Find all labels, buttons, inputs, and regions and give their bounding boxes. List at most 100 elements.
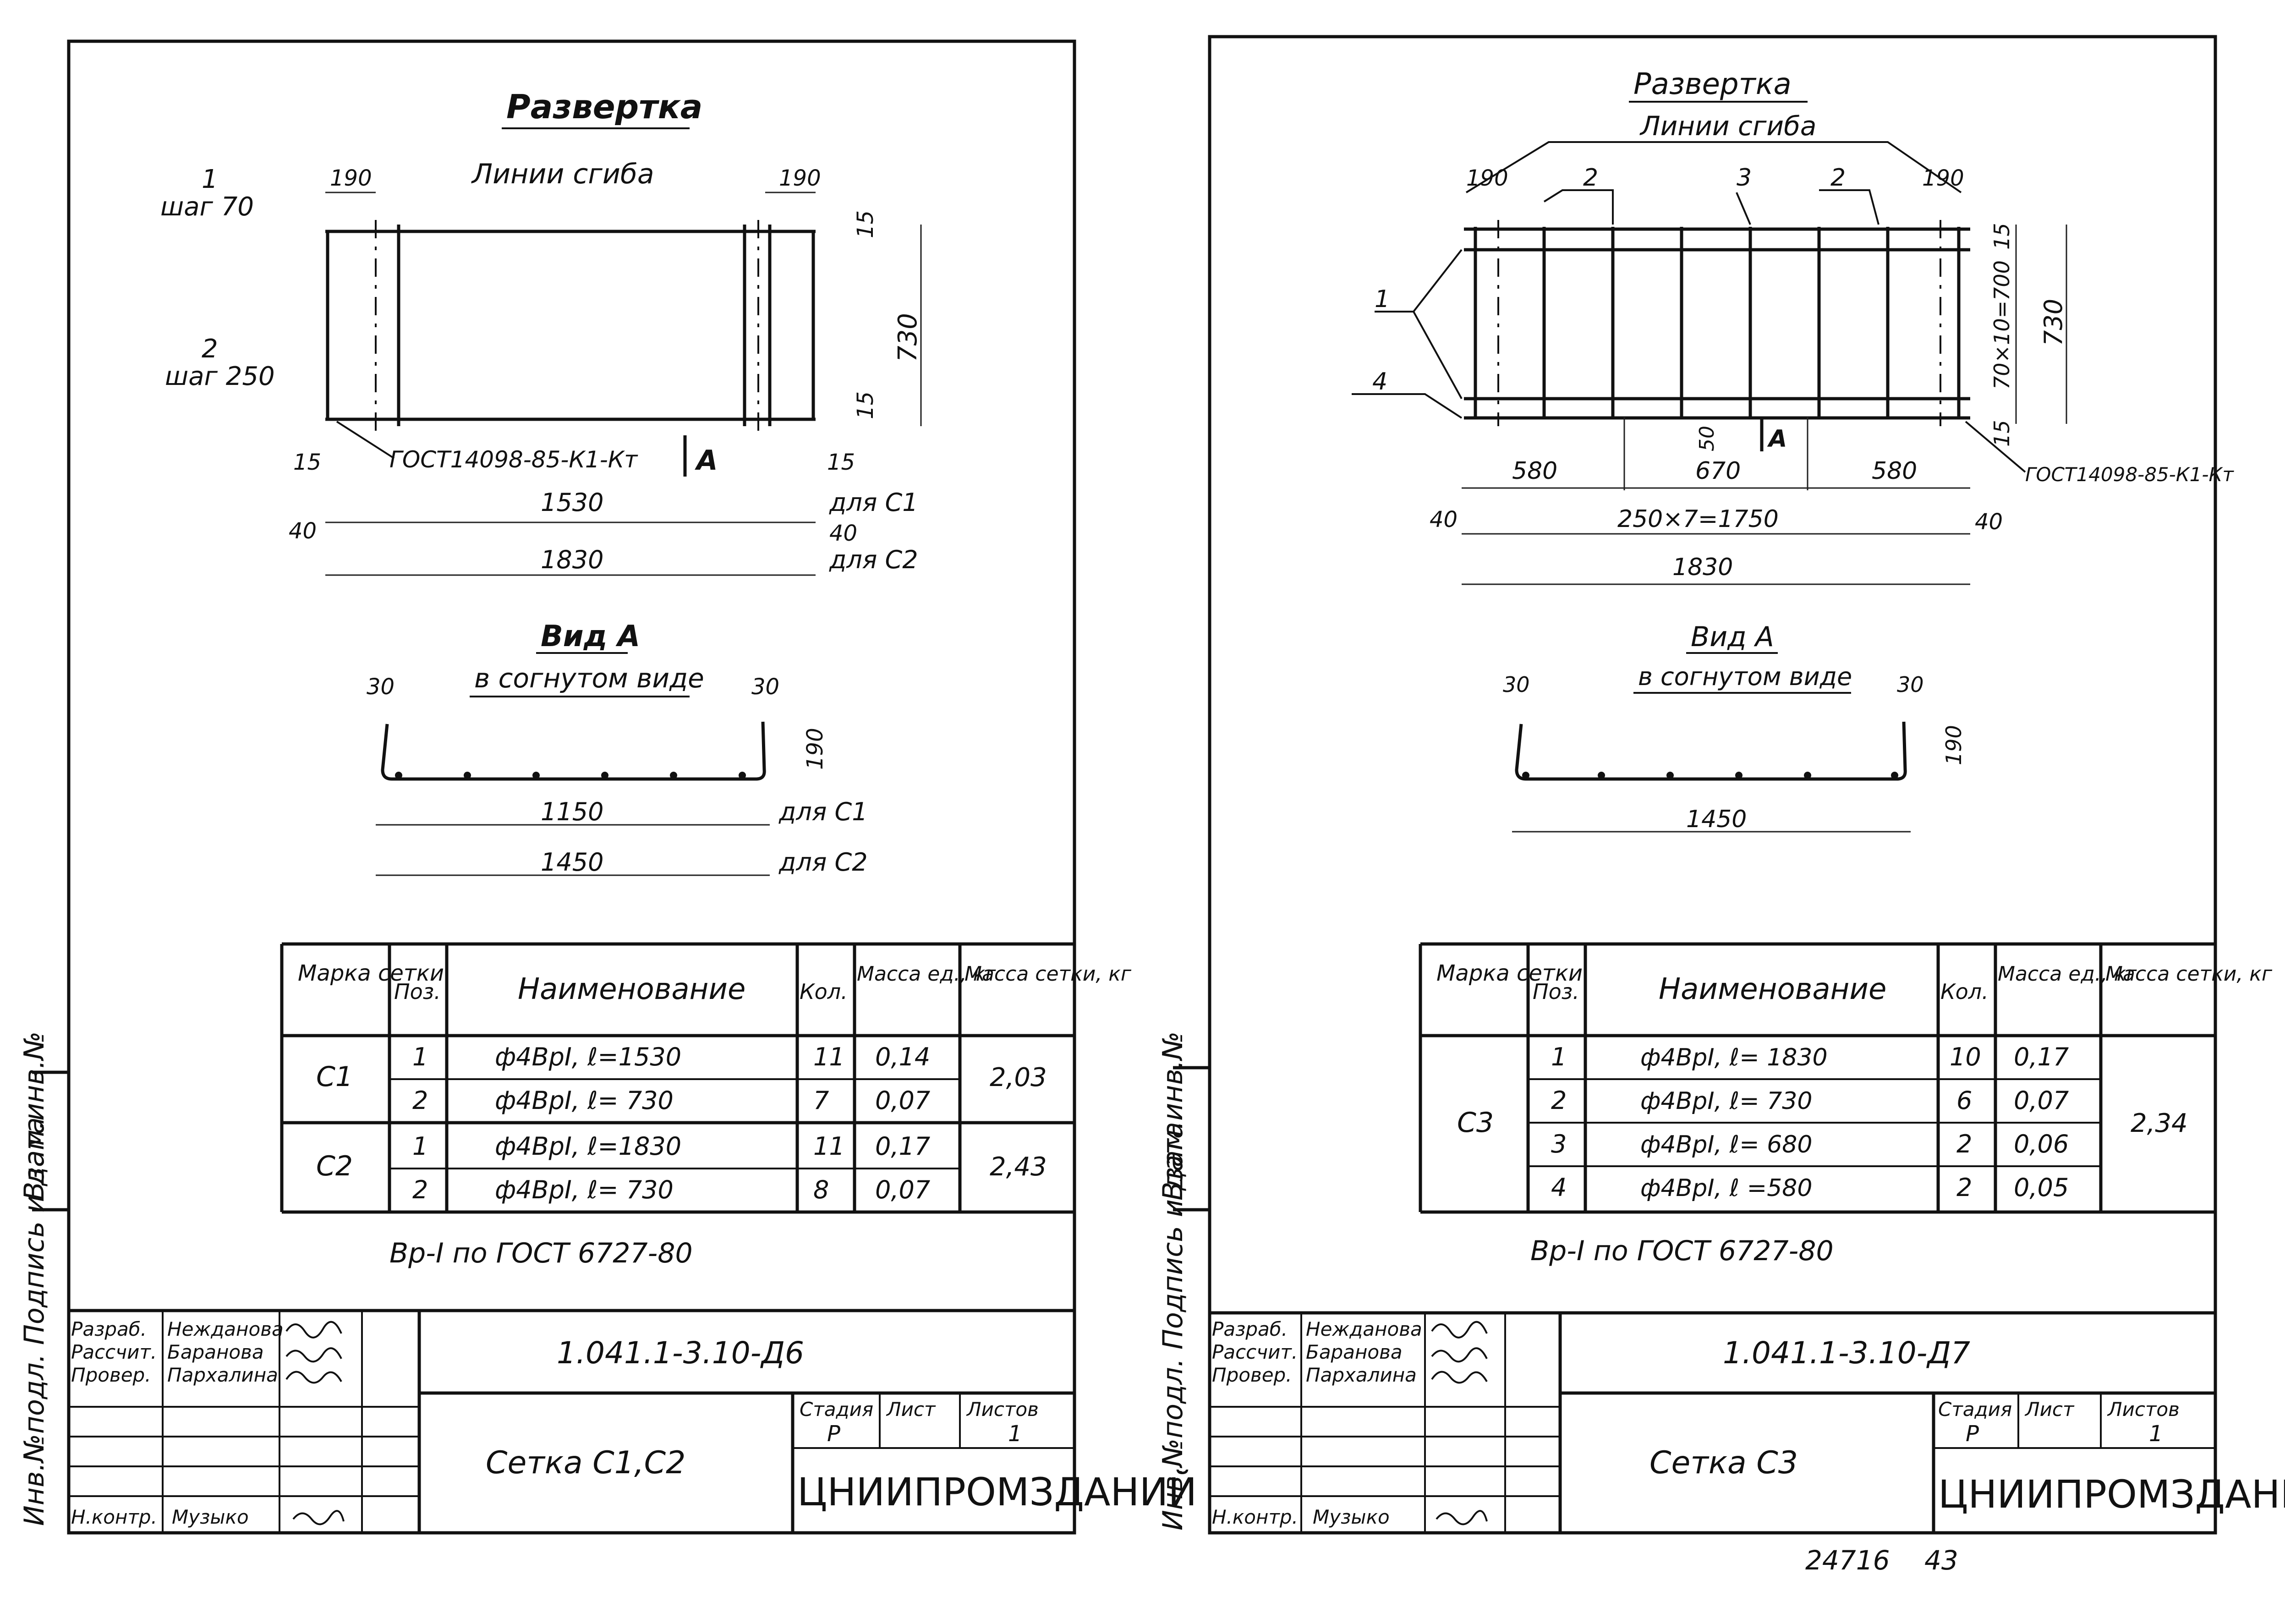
page-number: 43	[1924, 1545, 1958, 1576]
stage-label: Стадия	[800, 1398, 873, 1421]
signature	[285, 1371, 342, 1384]
pos2-step: шаг 250	[165, 362, 275, 391]
drawing-title: Сетка С1,С2	[486, 1445, 685, 1481]
doc-number: 1.041.1-3.10-Д7	[1723, 1335, 1970, 1371]
stage-value: Р	[1966, 1421, 1979, 1447]
row-unit-mass: 0,07	[875, 1086, 930, 1115]
role-norm-control: Н.контр.	[71, 1506, 157, 1528]
name-calculator: Баранова	[167, 1341, 264, 1363]
sheets-label: Листов	[2107, 1398, 2180, 1421]
organization: ЦНИИПРОМЗДАНИЙ	[1938, 1472, 2285, 1517]
row-pos: 1	[1551, 1042, 1567, 1071]
dim-40-left: 40	[1430, 507, 1458, 532]
dim-1750: 250×7=1750	[1617, 505, 1779, 533]
pos1-label: 1	[202, 165, 218, 194]
drawing-title: Сетка С3	[1649, 1445, 1798, 1481]
dim-190-view: 190	[1941, 725, 1966, 765]
title-block-d7: Разраб. Рассчит. Провер. Н.контр. Неждан…	[1210, 1311, 2285, 1533]
dim-190-view: 190	[802, 728, 828, 770]
row-qty: 11	[813, 1042, 845, 1071]
row-name: ф4ВрI, ℓ= 680	[1640, 1131, 1812, 1158]
row-unit-mass: 0,14	[875, 1042, 930, 1071]
mark-c2: С2	[316, 1150, 353, 1182]
role-checker: Провер.	[71, 1364, 151, 1386]
row-qty: 2	[1956, 1130, 1972, 1158]
dim-30-left: 30	[1503, 672, 1530, 697]
dim-1150: 1150	[541, 797, 603, 826]
dim-1450: 1450	[541, 848, 603, 877]
row-name: ф4ВрI, ℓ= 730	[1640, 1087, 1812, 1115]
pos2-label: 2	[202, 334, 218, 364]
dim-15-bottom: 15	[1989, 420, 2014, 447]
dim-730: 730	[893, 313, 923, 362]
th-mesh-mass: Масса сетки, кг	[964, 962, 1132, 986]
name-calculator: Баранова	[1306, 1341, 1403, 1363]
for-c2: для С2	[829, 545, 918, 574]
side-stamp-replace: Взам.инв.№	[1157, 1031, 1189, 1201]
row-pos: 2	[1551, 1086, 1567, 1115]
bent-profile	[381, 721, 766, 781]
dim-190-right: 190	[779, 165, 821, 191]
view-title: Вид А	[1691, 621, 1774, 653]
row-pos: 4	[1551, 1173, 1567, 1202]
mass-c1: 2,03	[990, 1063, 1047, 1092]
mesh-razvertka-c3	[1464, 220, 1970, 426]
pos-3-label: 3	[1737, 164, 1752, 192]
th-pos: Поз.	[394, 979, 441, 1004]
title-block-d6: Разраб. Рассчит. Провер. Н.контр. Неждан…	[69, 1309, 1197, 1533]
row-qty: 6	[1956, 1086, 1972, 1115]
dim-15-right: 15	[827, 450, 855, 475]
view-marker: А	[695, 444, 718, 477]
signature	[1431, 1321, 1488, 1339]
mass-c3: 2,34	[2131, 1108, 2188, 1138]
dim-15-top: 15	[1989, 223, 2014, 250]
role-calculator: Рассчит.	[71, 1341, 157, 1363]
sheet-label: Лист	[886, 1398, 936, 1421]
sheet-frame	[1208, 35, 2217, 1535]
dim-40-left: 40	[289, 518, 317, 544]
material-note: Вр-I по ГОСТ 6727-80	[389, 1237, 693, 1269]
stage-value: Р	[827, 1421, 840, 1447]
row-pos: 2	[412, 1086, 428, 1115]
row-unit-mass: 0,17	[875, 1132, 930, 1161]
view-for-c2: для С2	[778, 848, 868, 877]
name-norm-control: Музыко	[1313, 1506, 1390, 1528]
pos-4-label: 4	[1372, 368, 1387, 395]
role-calculator: Рассчит.	[1212, 1341, 1298, 1363]
dim-190-left: 190	[1466, 165, 1508, 191]
row-pos: 2	[412, 1175, 428, 1204]
for-c1: для С1	[829, 488, 918, 517]
dim-40-right: 40	[829, 521, 857, 546]
dim-30-right: 30	[1897, 672, 1924, 697]
th-mark: Марка сетки	[1436, 960, 1583, 986]
organization: ЦНИИПРОМЗДАНИЙ	[797, 1470, 1197, 1514]
row-unit-mass: 0,07	[875, 1175, 930, 1204]
mass-c2: 2,43	[990, 1152, 1047, 1182]
th-unit-mass: Масса ед., кг	[1998, 962, 2137, 986]
pos-2b-label: 2	[1830, 164, 1846, 192]
row-name: ф4ВрI, ℓ= 730	[495, 1175, 674, 1204]
row-name: ф4ВрI, ℓ=1530	[495, 1042, 681, 1071]
bend-lines-label: Линии сгиба	[1639, 110, 1816, 142]
dim-1450: 1450	[1686, 806, 1747, 833]
razvertka-title: Развертка	[506, 88, 702, 126]
name-developer: Нежданова	[167, 1318, 284, 1340]
th-pos: Поз.	[1533, 979, 1579, 1004]
view-marker: А	[1767, 425, 1787, 453]
row-qty: 10	[1950, 1042, 1981, 1071]
th-unit-mass: Масса ед., кг	[857, 962, 996, 986]
dim-730: 730	[2039, 299, 2068, 346]
bent-profile	[1515, 721, 1907, 781]
th-mark: Марка сетки	[298, 960, 444, 986]
role-norm-control: Н.контр.	[1212, 1506, 1298, 1528]
signature	[1436, 1510, 1488, 1525]
th-mesh-mass: Масса сетки, кг	[2105, 962, 2273, 986]
side-stamp-sign: Инв.№подл. Подпись и дата	[18, 1117, 50, 1526]
role-developer: Разраб.	[1212, 1318, 1288, 1340]
row-qty: 2	[1956, 1173, 1972, 1202]
row-unit-mass: 0,06	[2014, 1130, 2069, 1158]
row-name: ф4ВрI, ℓ=1830	[495, 1132, 681, 1161]
name-checker: Пархалина	[167, 1364, 278, 1386]
sheets-label: Листов	[966, 1398, 1039, 1421]
